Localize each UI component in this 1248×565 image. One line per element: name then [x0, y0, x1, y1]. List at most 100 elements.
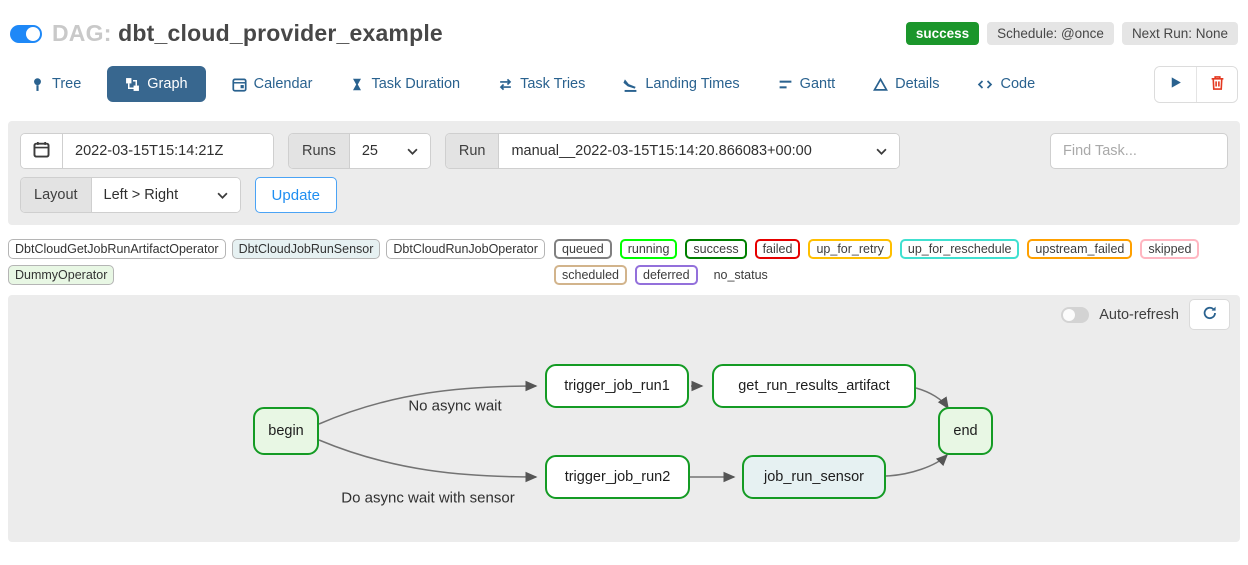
- dag-status-badge: success: [905, 22, 980, 45]
- header-badges: success Schedule: @once Next Run: None: [905, 22, 1238, 45]
- repeat-icon: [498, 77, 513, 92]
- tab-gantt[interactable]: Gantt: [766, 66, 847, 102]
- find-task-input[interactable]: [1050, 133, 1228, 169]
- auto-refresh-toggle[interactable]: [1061, 306, 1090, 323]
- operator-badge[interactable]: DbtCloudJobRunSensor: [231, 239, 381, 259]
- toggle-knob: [26, 26, 40, 41]
- dag-enabled-toggle[interactable]: [10, 24, 42, 43]
- find-task-wrapper: [1050, 133, 1228, 169]
- play-icon: [1168, 75, 1183, 93]
- dag-name: dbt_cloud_provider_example: [118, 20, 443, 46]
- triangle-icon: [873, 77, 889, 92]
- dag-run-value: manual__2022-03-15T15:14:20.866083+00:00: [511, 143, 812, 159]
- task-node-job-run-sensor[interactable]: job_run_sensor: [742, 455, 886, 499]
- tab-label: Task Tries: [520, 76, 586, 92]
- layout-select[interactable]: Left > Right: [91, 178, 240, 212]
- dag-graph-panel: Auto-refresh No async wait Do async wait…: [8, 295, 1240, 542]
- chevron-down-icon: [217, 187, 228, 203]
- refresh-button[interactable]: [1189, 299, 1230, 330]
- edge-artifact-end: [915, 387, 949, 410]
- view-tabbar: Tree Graph Calendar Task Duration Task T…: [0, 61, 1248, 107]
- edge-begin-trigger1: [318, 380, 538, 425]
- date-picker-button[interactable]: [21, 134, 63, 168]
- tab-landing-times[interactable]: Landing Times: [611, 66, 751, 102]
- operator-badge[interactable]: DummyOperator: [8, 265, 115, 285]
- task-node-end[interactable]: end: [938, 407, 993, 455]
- tab-calendar[interactable]: Calendar: [220, 66, 325, 102]
- chevron-down-icon: [876, 143, 887, 159]
- page-header: DAG: dbt_cloud_provider_example success …: [0, 0, 1248, 61]
- tab-details[interactable]: Details: [861, 66, 951, 102]
- runs-label: Runs: [289, 134, 350, 168]
- edge-begin-trigger2: [318, 439, 538, 483]
- operator-badge[interactable]: DbtCloudGetJobRunArtifactOperator: [8, 239, 226, 259]
- status-legend: queued running success failed up_for_ret…: [554, 239, 1240, 285]
- tab-label: Calendar: [253, 76, 313, 92]
- tab-label: Code: [1000, 76, 1036, 92]
- tab-label: Graph: [147, 76, 188, 92]
- status-badge-no-status: no_status: [713, 268, 768, 282]
- dag-prefix-label: DAG:: [52, 20, 112, 46]
- task-node-get-run-results-artifact[interactable]: get_run_results_artifact: [712, 364, 916, 408]
- dag-run-select[interactable]: manual__2022-03-15T15:14:20.866083+00:00: [499, 134, 900, 168]
- tab-task-duration[interactable]: Task Duration: [338, 66, 472, 102]
- status-badge-success[interactable]: success: [685, 239, 747, 259]
- run-label: Run: [445, 134, 500, 168]
- layout-value: Left > Right: [103, 187, 179, 203]
- edge-sensor-end: [885, 453, 949, 477]
- status-badge-upstream-failed[interactable]: upstream_failed: [1027, 239, 1133, 259]
- plane-landing-icon: [623, 77, 638, 92]
- code-icon: [977, 77, 993, 92]
- operator-badge[interactable]: DbtCloudRunJobOperator: [386, 239, 545, 259]
- tab-label: Task Duration: [371, 76, 461, 92]
- legend: DbtCloudGetJobRunArtifactOperator DbtClo…: [8, 239, 1240, 285]
- status-badge-queued[interactable]: queued: [554, 239, 612, 259]
- schedule-badge: Schedule: @once: [987, 22, 1114, 45]
- toggle-knob: [1063, 308, 1076, 321]
- tab-label: Details: [895, 76, 940, 92]
- task-node-begin[interactable]: begin: [253, 407, 319, 455]
- tab-label: Tree: [52, 76, 82, 92]
- num-runs-value: 25: [361, 143, 378, 159]
- status-badge-failed[interactable]: failed: [754, 239, 801, 259]
- status-badge-up-for-retry[interactable]: up_for_retry: [808, 239, 892, 259]
- next-run-badge: Next Run: None: [1121, 22, 1238, 45]
- tab-tree[interactable]: Tree: [18, 66, 93, 102]
- tab-label: Landing Times: [645, 76, 740, 92]
- calendar-icon: [232, 77, 247, 92]
- status-badge-up-for-reschedule[interactable]: up_for_reschedule: [899, 239, 1020, 259]
- tab-graph[interactable]: Graph: [107, 66, 206, 102]
- tab-task-tries[interactable]: Task Tries: [486, 66, 597, 102]
- task-node-trigger-job-run2[interactable]: trigger_job_run2: [545, 455, 690, 499]
- status-badge-deferred[interactable]: deferred: [635, 265, 698, 285]
- dag-edges: [318, 380, 949, 483]
- graph-icon: [125, 77, 140, 92]
- status-badge-skipped[interactable]: skipped: [1140, 239, 1200, 259]
- tab-label: Gantt: [799, 76, 836, 92]
- refresh-controls: Auto-refresh: [1061, 299, 1230, 330]
- base-date-input[interactable]: [63, 134, 273, 168]
- delete-dag-button[interactable]: [1196, 66, 1237, 102]
- chevron-down-icon: [407, 143, 418, 159]
- trash-icon: [1210, 75, 1225, 94]
- run-group: Run manual__2022-03-15T15:14:20.866083+0…: [444, 133, 901, 169]
- refresh-icon: [1202, 305, 1218, 324]
- task-node-trigger-job-run1[interactable]: trigger_job_run1: [545, 364, 689, 408]
- tree-icon: [30, 77, 45, 92]
- update-button[interactable]: Update: [254, 177, 337, 213]
- layout-group: Layout Left > Right: [20, 177, 241, 213]
- operator-legend: DbtCloudGetJobRunArtifactOperator DbtClo…: [8, 239, 548, 285]
- page-title: DAG: dbt_cloud_provider_example: [52, 20, 443, 47]
- hourglass-icon: [350, 77, 364, 92]
- num-runs-group: Runs 25: [288, 133, 431, 169]
- dag-action-buttons: [1154, 65, 1238, 103]
- trigger-dag-button[interactable]: [1155, 66, 1196, 102]
- edge-label-no-async: No async wait: [408, 397, 502, 415]
- calendar-icon: [33, 141, 50, 161]
- edge-label-async-sensor: Do async wait with sensor: [341, 489, 515, 507]
- status-badge-running[interactable]: running: [619, 239, 678, 259]
- num-runs-select[interactable]: 25: [349, 134, 430, 168]
- base-date-group: [20, 133, 274, 169]
- tab-code[interactable]: Code: [965, 66, 1047, 102]
- status-badge-scheduled[interactable]: scheduled: [554, 265, 627, 285]
